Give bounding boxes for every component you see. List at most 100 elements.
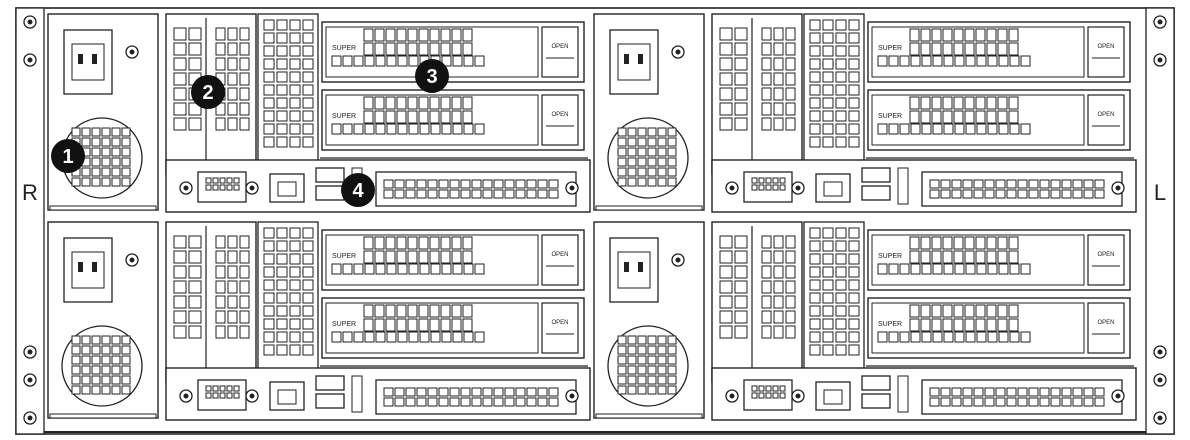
expansion-bracket-grid (761, 235, 796, 339)
riser-connectors (803, 221, 865, 383)
right-rack-ear (1145, 7, 1175, 435)
usb-port (861, 393, 891, 409)
inlet-pin (78, 54, 83, 64)
vga-pins (205, 385, 240, 399)
callout-power-supply: 1 (51, 139, 85, 173)
drive-brand-label: SUPER (332, 253, 356, 260)
expansion-bracket-grid (173, 235, 202, 339)
drive-latch (541, 302, 579, 354)
drive-vent-grid (909, 236, 1019, 264)
connector-grid (809, 19, 860, 148)
io-ports (165, 367, 591, 421)
pcie-slot-cover (921, 379, 1123, 415)
rack-screw-icon (23, 373, 37, 387)
drive-tag-label: OPEN (551, 44, 568, 50)
connector-grid (263, 227, 314, 356)
usb-port (315, 393, 345, 409)
power-supply (593, 221, 705, 419)
drive-brand-label: SUPER (332, 321, 356, 328)
screw-icon (125, 45, 139, 59)
rack-screw-icon (1153, 53, 1167, 67)
drive-brand-label: SUPER (878, 253, 902, 260)
expansion-slot (711, 13, 803, 175)
inlet-pin (638, 54, 643, 64)
callout-badge (51, 139, 85, 173)
drive-latch (1087, 234, 1125, 286)
vga-pins (751, 385, 786, 399)
inlet-pin (92, 54, 97, 64)
drive-vent-grid (909, 304, 1019, 332)
callout-badge (341, 173, 375, 207)
drive-latch (541, 94, 579, 146)
vga-pins (205, 177, 240, 191)
screw-icon (725, 181, 739, 195)
expansion-bracket-grid (719, 235, 748, 339)
pcie-vent-grid (929, 387, 1105, 407)
pcie-slot-cover (375, 379, 577, 415)
io-ports (165, 159, 591, 213)
side-label-right: L (1154, 180, 1166, 205)
screw-icon (1111, 389, 1125, 403)
vga-pins (751, 177, 786, 191)
callout-badge (415, 59, 449, 93)
connector-grid (263, 19, 314, 148)
usb-port (861, 185, 891, 201)
drive-tag-label: OPEN (551, 112, 568, 118)
screw-icon (245, 389, 259, 403)
fan-grille-mesh (617, 335, 677, 395)
drive-vent-row (877, 123, 1031, 135)
drive-tag-label: OPEN (551, 320, 568, 326)
drive-vent-grid (363, 28, 473, 56)
pcie-slot-cover (921, 171, 1123, 207)
rack-screw-icon (1153, 15, 1167, 29)
screw-icon (179, 389, 193, 403)
callout-io-ports: 4 (341, 173, 375, 207)
fan-grille-mesh (71, 335, 131, 395)
drive-vent-row (331, 123, 485, 135)
drive-vent-grid (909, 96, 1019, 124)
screw-icon (125, 253, 139, 267)
callout-badge (191, 75, 225, 109)
expansion-slot (711, 221, 803, 383)
usb-port (861, 167, 891, 183)
connector-grid (809, 227, 860, 356)
pcie-vent-grid (929, 179, 1105, 199)
inlet-pin (78, 262, 83, 272)
power-supply (47, 221, 159, 419)
drive-brand-label: SUPER (332, 45, 356, 52)
drive-carrier: SUPER OPEN (321, 297, 585, 359)
drive-brand-label: SUPER (878, 113, 902, 120)
drive-latch (1087, 94, 1125, 146)
drive-bays: SUPER OPEN SUPER OPEN (320, 21, 588, 159)
power-supply (47, 13, 159, 211)
inlet-pin (624, 54, 629, 64)
rack-screw-icon (1153, 411, 1167, 425)
drive-vent-grid (363, 96, 473, 124)
screw-icon (671, 253, 685, 267)
screw-icon (1111, 181, 1125, 195)
drive-vent-grid (909, 28, 1019, 56)
drive-vent-grid (363, 304, 473, 332)
pcie-slot-cover (375, 171, 577, 207)
power-supply (593, 13, 705, 211)
drive-latch (541, 234, 579, 286)
drive-tag-label: OPEN (1097, 44, 1114, 50)
screw-icon (791, 181, 805, 195)
drive-vent-row (877, 331, 1031, 343)
rack-screw-icon (23, 345, 37, 359)
drive-carrier: SUPER OPEN (321, 89, 585, 151)
drive-brand-label: SUPER (332, 113, 356, 120)
rack-screw-icon (1153, 345, 1167, 359)
riser-connectors (803, 13, 865, 175)
screw-icon (791, 389, 805, 403)
expansion-bracket-grid (761, 27, 796, 131)
